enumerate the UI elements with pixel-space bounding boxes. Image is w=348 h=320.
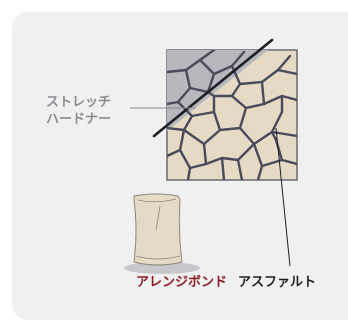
cement-bag-icon — [133, 193, 183, 266]
hardened-area — [167, 50, 268, 131]
crack-pattern — [167, 50, 297, 180]
stretch-hardener-label-line2: ハードナー — [46, 112, 112, 127]
stretch-hardener-label-line1: ストレッチ — [46, 95, 112, 110]
asphalt-leader-line — [275, 127, 291, 267]
bag-shadow — [124, 262, 200, 274]
stretch-hardener-label: ストレッチ ハードナー — [22, 96, 111, 126]
hardener-boundary-line — [152, 38, 274, 138]
asphalt-label: アスファルト — [238, 275, 317, 290]
arenji-bond-label: アレンジボンド — [136, 275, 228, 290]
